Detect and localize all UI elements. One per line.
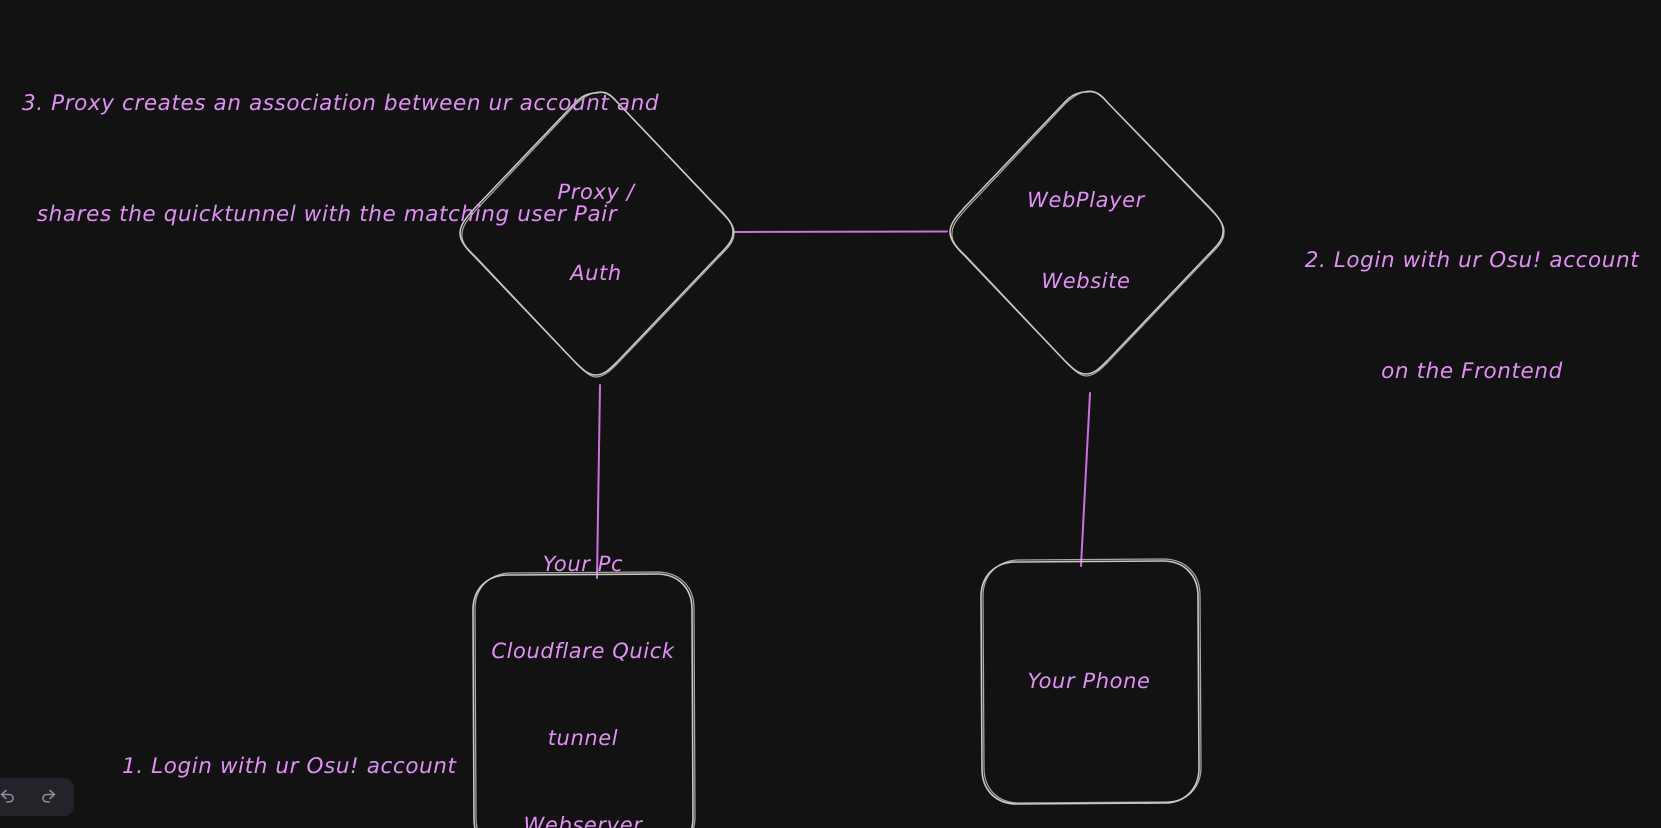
redo-button[interactable] bbox=[38, 786, 60, 808]
undo-icon bbox=[0, 789, 14, 803]
connector-proxy-to-webplayer[interactable] bbox=[732, 230, 948, 233]
node-your-phone-shape[interactable] bbox=[980, 560, 1200, 805]
connector-webplayer-to-your-phone[interactable] bbox=[1080, 392, 1091, 567]
node-webplayer-website-shape-sketch bbox=[951, 90, 1225, 377]
undo-redo-toolbar bbox=[0, 778, 74, 816]
node-webplayer-website-shape[interactable] bbox=[949, 90, 1224, 375]
node-your-phone-shape-sketch bbox=[982, 558, 1202, 804]
node-proxy-auth-shape-sketch bbox=[461, 91, 735, 378]
undo-button[interactable] bbox=[0, 786, 18, 808]
node-your-pc-shape[interactable] bbox=[472, 573, 694, 828]
node-proxy-auth-shape[interactable] bbox=[459, 91, 734, 376]
node-your-pc-shape-sketch bbox=[474, 571, 696, 828]
connector-proxy-to-your-pc[interactable] bbox=[596, 384, 601, 579]
redo-icon bbox=[42, 789, 56, 803]
